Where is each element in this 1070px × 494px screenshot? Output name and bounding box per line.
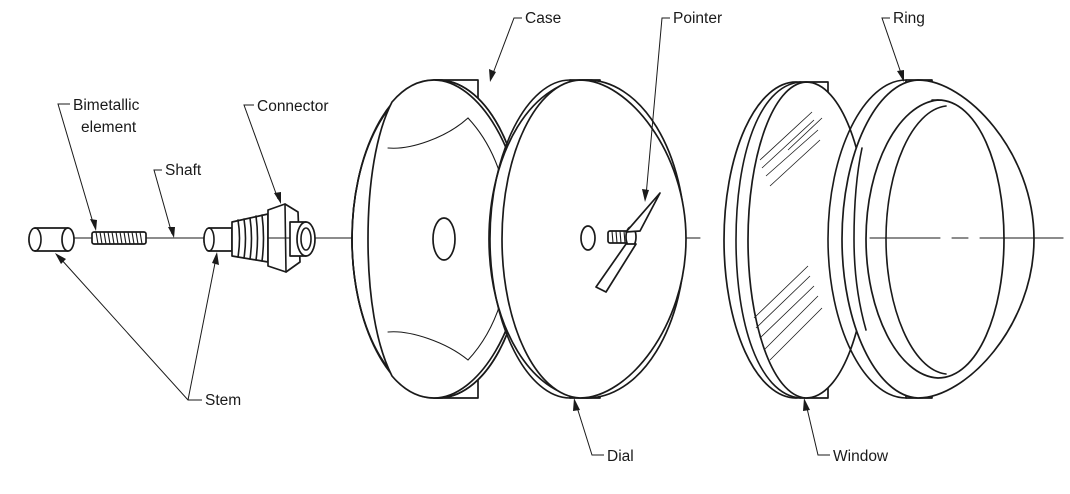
label-stem: Stem (205, 392, 241, 409)
label-bimetallic-line2: element (81, 119, 137, 136)
label-case: Case (525, 10, 561, 27)
label-connector: Connector (257, 98, 329, 115)
case (351, 79, 525, 399)
label-bimetallic-line1: Bimetallic (73, 97, 140, 114)
pointer (595, 192, 661, 293)
connector (231, 203, 316, 273)
label-ring: Ring (893, 10, 925, 27)
stem-cylinder-right (203, 227, 233, 252)
stem-cylinder-left (28, 227, 75, 252)
bimetallic-element (91, 231, 147, 245)
label-window: Window (833, 448, 889, 465)
glass-reflection-marks (753, 111, 823, 361)
label-shaft: Shaft (165, 162, 202, 179)
ring (827, 79, 1064, 399)
dial (488, 79, 687, 399)
label-pointer: Pointer (673, 10, 722, 27)
label-dial: Dial (607, 448, 634, 465)
leader-lines (55, 17, 904, 456)
